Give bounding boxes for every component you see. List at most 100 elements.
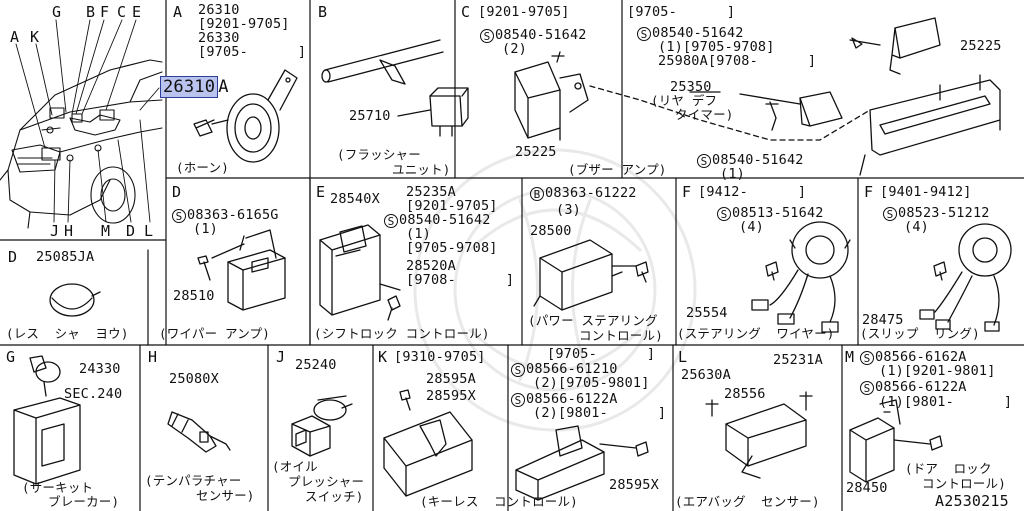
- bolt-symbol-s: S: [717, 207, 731, 221]
- door-lock-control-drawing: [849, 399, 943, 483]
- keyless-caption: (キーレス コントロール): [420, 494, 578, 509]
- callout-f: F: [100, 3, 110, 21]
- shift-lock-caption: (シフトロック コントロール): [314, 326, 490, 341]
- section-f1-period: [9412- ]: [698, 184, 807, 200]
- section-e-period-1: [9201-9705]: [406, 198, 498, 214]
- watermark-emblem: [413, 148, 697, 432]
- ps-caption-1: (パワー ステアリング: [528, 313, 658, 328]
- temp-sensor-caption-2: センサー): [196, 488, 255, 503]
- section-d-qty: (1): [193, 221, 218, 237]
- section-m-bolt-2-number: 08566-6122A: [875, 379, 967, 395]
- section-m-bolt-2-detail: (1)[9801- ]: [879, 394, 1013, 410]
- section-f2-qty: (4): [904, 219, 929, 235]
- section-a-part-26310: 26310: [198, 2, 240, 18]
- section-a-letter: A: [173, 3, 183, 21]
- horn-caption: (ホーン): [176, 160, 229, 175]
- circuit-breaker-caption-2: ブレーカー): [48, 494, 120, 509]
- airbag-caption: (エアバッグ センサー): [675, 494, 820, 509]
- part-28556: 28556: [724, 386, 766, 402]
- section-f2-period: [9401-9412]: [880, 184, 972, 200]
- callout-h: H: [64, 222, 74, 240]
- section-e-period-2: [9705-9708]: [406, 240, 498, 256]
- part-28450: 28450: [846, 480, 888, 496]
- part-28595x-upper: 28595X: [426, 388, 476, 404]
- keyless-control-drawing: [383, 389, 649, 501]
- section-g-letter: G: [6, 348, 16, 366]
- oil-pressure-switch-drawing: [291, 395, 353, 457]
- callout-k: K: [30, 28, 40, 46]
- bolt-symbol-s: S: [883, 207, 897, 221]
- part-28475: 28475: [862, 312, 904, 328]
- oil-switch-caption-1: (オイル: [272, 459, 318, 474]
- callout-m: M: [101, 222, 111, 240]
- callout-g: G: [52, 3, 62, 21]
- buzzer-amp-caption: (ブザー アンプ): [568, 162, 667, 177]
- section-f1-qty: (4): [739, 219, 764, 235]
- bolt-symbol-s: S: [860, 381, 874, 395]
- flasher-unit-drawing: [321, 39, 469, 137]
- timer-caption-1: (リヤ デフ: [651, 93, 718, 108]
- section-d-bolt-number: 08363-6165G: [187, 207, 279, 223]
- section-e-bolt-number: 08540-51642: [399, 212, 491, 228]
- section-m-bolt-1-detail: (1)[9201-9801]: [879, 363, 996, 379]
- part-25710: 25710: [349, 108, 391, 124]
- section-d2-letter: D: [8, 248, 18, 266]
- steering-wire-drawing: [751, 221, 851, 333]
- callout-j: J: [50, 222, 60, 240]
- callout-e: E: [132, 3, 142, 21]
- part-28510: 28510: [173, 288, 215, 304]
- timer-part-25350: 25350: [670, 79, 712, 95]
- vehicle-illustration: [0, 59, 163, 229]
- horn-drawing: [193, 69, 298, 163]
- oil-switch-caption-3: スイッチ): [305, 489, 364, 504]
- section-f1-letter: F: [682, 183, 692, 201]
- circuit-breaker-drawing: [13, 355, 81, 485]
- slip-ring-drawing: [919, 223, 1012, 332]
- part-28500: 28500: [530, 223, 572, 239]
- section-k-letter: K: [378, 348, 388, 366]
- door-lock-caption-1: (ドア ロック: [905, 461, 992, 476]
- ps-caption-2: コントロール): [579, 328, 663, 343]
- section-c-part-25225: 25225: [515, 144, 557, 160]
- bolt-symbol-b: B: [530, 187, 544, 201]
- section-a-period-2: [9705- ]: [198, 44, 307, 60]
- ps-qty: (3): [556, 202, 581, 218]
- temperature-sensor-drawing: [167, 411, 231, 453]
- section-b-letter: B: [318, 3, 328, 21]
- section-e-period-3: [9708- ]: [406, 272, 515, 288]
- section-c2-bolt2-qty: (1): [720, 166, 745, 182]
- part-25231a: 25231A: [773, 352, 823, 368]
- section-c2-part-25225: 25225: [960, 38, 1002, 54]
- bolt-symbol-s: S: [860, 351, 874, 365]
- selected-part-label[interactable]: 26310: [160, 76, 219, 98]
- bolt-symbol-s: S: [480, 29, 494, 43]
- section-c2-bolt-number: 08540-51642: [652, 25, 744, 41]
- section-c-period: [9201-9705]: [478, 4, 570, 20]
- part-25554: 25554: [686, 305, 728, 321]
- bolt-symbol-s: S: [384, 214, 398, 228]
- slip-ring-caption: (スリップ リング): [860, 326, 980, 341]
- part-25630a: 25630A: [681, 367, 731, 383]
- bolt-symbol-s: S: [637, 27, 651, 41]
- circuit-breaker-caption-1: (サーキット: [22, 480, 94, 495]
- steering-wire-caption: (ステアリング ワイヤー): [677, 326, 835, 341]
- section-c-bolt-number: 08540-51642: [495, 27, 587, 43]
- callout-a: A: [10, 28, 20, 46]
- section-d-letter: D: [172, 183, 182, 201]
- part-28540x: 28540X: [330, 191, 380, 207]
- bolt-symbol-s: S: [172, 209, 186, 223]
- timer-bracket-drawing: [689, 17, 1001, 176]
- power-steering-control-drawing: [533, 239, 649, 311]
